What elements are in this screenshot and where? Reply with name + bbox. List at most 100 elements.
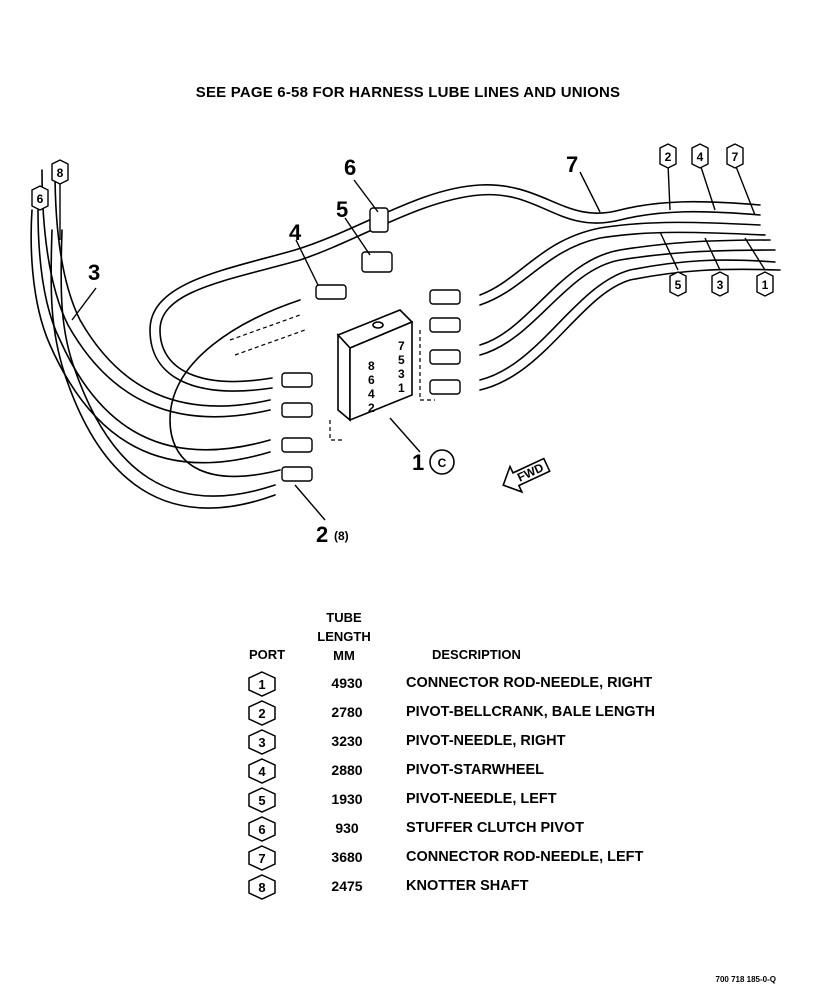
port-number: 8: [258, 880, 265, 895]
port-number: 5: [258, 793, 265, 808]
port-number: 1: [258, 677, 265, 692]
hex-label-5-bottom: 5: [675, 278, 682, 292]
hex-bubble-5-bottom: [669, 271, 687, 297]
block-port-labels-right: 7 5 3 1: [398, 339, 405, 395]
elbow-fitting-6: [369, 207, 389, 233]
hex-label-6-left: 6: [37, 192, 44, 206]
table-row: 5 1930 PIVOT-NEEDLE, LEFT: [246, 786, 746, 814]
table-header-description: DESCRIPTION: [432, 647, 521, 662]
hex-label-7-top: 7: [732, 150, 739, 164]
tube-left-f: [50, 229, 276, 509]
block-port-labels-left: 8 6 4 2: [368, 359, 375, 415]
port-hex-icon: 2: [248, 700, 276, 726]
port-number: 4: [258, 764, 266, 779]
tube-length: 3230: [331, 733, 363, 749]
fitting-left-4: [281, 466, 313, 482]
block-port-1: 1: [398, 381, 405, 395]
port-description: PIVOT-NEEDLE, LEFT: [406, 791, 557, 807]
callout-2: 2: [316, 522, 328, 547]
port-number: 2: [258, 706, 265, 721]
port-description: KNOTTER SHAFT: [406, 878, 529, 894]
hex-bubble-6-left: [31, 185, 49, 211]
port-description: PIVOT-STARWHEEL: [406, 762, 545, 778]
hex-bubble-7-top: [726, 143, 744, 169]
tube-right-3: [479, 239, 771, 346]
tube-right-2: [479, 231, 766, 306]
tee-fitting-5: [361, 251, 393, 273]
dashed-tube-stub: [229, 314, 306, 356]
table-row: 4 2880 PIVOT-STARWHEEL: [246, 757, 746, 785]
callout-3: 3: [88, 260, 100, 285]
fitting-right-2: [429, 317, 461, 333]
table-header-tube-length: TUBE LENGTH MM: [317, 610, 371, 663]
port-hex-icon: 7: [248, 845, 276, 871]
block-port-6: 6: [368, 373, 375, 387]
table-header-port: PORT: [248, 647, 286, 662]
fitting-4: [315, 284, 347, 300]
hex-label-4-top: 4: [697, 150, 704, 164]
tube-length: 2475: [331, 878, 363, 894]
header-note: SEE PAGE 6-58 FOR HARNESS LUBE LINES AND…: [195, 84, 621, 101]
fitting-left-2: [281, 402, 313, 418]
lube-manifold-diagram: 3 4 5 6 7 1 2 (8) C 8 6 4 2 7 5 3 1 2 4 …: [30, 143, 781, 547]
hex-label-8-left: 8: [57, 166, 64, 180]
tube-left-c: [37, 209, 271, 451]
port-number: 3: [258, 735, 265, 750]
table-row: 7 3680 CONNECTOR ROD-NEEDLE, LEFT: [246, 844, 746, 872]
manifold-block: [336, 309, 414, 422]
block-port-4: 4: [368, 387, 375, 401]
port-description: CONNECTOR ROD-NEEDLE, LEFT: [406, 849, 644, 865]
hex-bubble-8-left: [51, 159, 69, 185]
fitting-right-4: [429, 379, 461, 395]
hex-label-1-bottom: 1: [762, 278, 769, 292]
tube-right-6: [479, 268, 781, 391]
hex-bubble-1-bottom: [756, 271, 774, 297]
callout-1-code: C: [438, 456, 447, 470]
table-row: 1 4930 CONNECTOR ROD-NEEDLE, RIGHT: [246, 670, 746, 698]
port-description: CONNECTOR ROD-NEEDLE, RIGHT: [406, 675, 653, 691]
callout-6: 6: [344, 155, 356, 180]
tube-left-e: [60, 229, 276, 497]
hex-bubble-2-top: [659, 143, 677, 169]
port-hex-icon: 3: [248, 729, 276, 755]
table-row: 2 2780 PIVOT-BELLCRANK, BALE LENGTH: [246, 699, 746, 727]
callout-7: 7: [566, 152, 578, 177]
port-hex-icon: 1: [248, 671, 276, 697]
hex-label-2-top: 2: [665, 150, 672, 164]
tube-length: 2780: [331, 704, 363, 720]
tube-length: 4930: [331, 675, 363, 691]
table-row: 8 2475 KNOTTER SHAFT: [246, 873, 746, 901]
hex-bubble-3-bottom: [711, 271, 729, 297]
fitting-right-3: [429, 349, 461, 365]
port-hex-icon: 8: [248, 874, 276, 900]
block-port-5: 5: [398, 353, 405, 367]
tube-left-a: [54, 169, 271, 407]
tube-right-1: [479, 221, 761, 296]
callout-4: 4: [289, 220, 302, 245]
port-number: 7: [258, 851, 265, 866]
port-hex-icon: 6: [248, 816, 276, 842]
block-port-3: 3: [398, 367, 405, 381]
fwd-arrow: FWD: [502, 457, 551, 494]
block-port-8: 8: [368, 359, 375, 373]
fitting-left-3: [281, 437, 313, 453]
callout-1: 1: [412, 450, 424, 475]
tube-right-4: [479, 249, 776, 356]
table-row: 3 3230 PIVOT-NEEDLE, RIGHT: [246, 728, 746, 756]
hex-bubble-4-top: [691, 143, 709, 169]
tube-loop-3: [169, 299, 301, 478]
port-hex-icon: 4: [248, 758, 276, 784]
port-hex-icon: 5: [248, 787, 276, 813]
tube-right-5: [479, 259, 776, 381]
tube-length: 1930: [331, 791, 363, 807]
port-description: PIVOT-BELLCRANK, BALE LENGTH: [406, 704, 655, 720]
tube-length: 2880: [331, 762, 363, 778]
port-description: STUFFER CLUTCH PIVOT: [406, 820, 585, 836]
port-description: PIVOT-NEEDLE, RIGHT: [406, 733, 566, 749]
block-port-2: 2: [368, 401, 375, 415]
port-number: 6: [258, 822, 265, 837]
hex-label-3-bottom: 3: [717, 278, 724, 292]
tube-length: 3680: [331, 849, 363, 865]
tube-left-b: [41, 169, 271, 418]
